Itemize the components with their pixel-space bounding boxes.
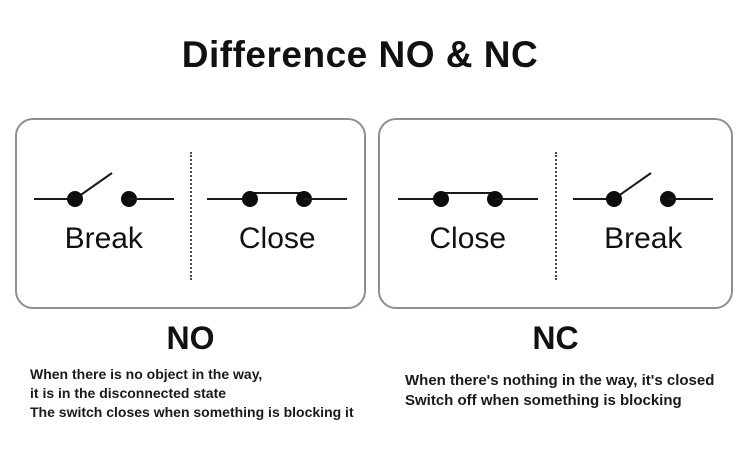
switch-open-icon xyxy=(573,172,714,207)
panel-no-break-section: Break xyxy=(17,120,191,307)
dotted-divider xyxy=(189,152,192,280)
switch-open-icon xyxy=(33,172,174,207)
switch-closed-icon xyxy=(207,191,348,207)
panel-nc-close-section: Close xyxy=(380,120,556,307)
switch-state-label: Break xyxy=(64,222,143,255)
switch-state-label: Close xyxy=(429,222,507,255)
no-heading: NO xyxy=(166,320,215,356)
no-description: When there is no object in the way, it i… xyxy=(30,365,354,422)
description-line: Switch off when something is blocking xyxy=(405,392,682,409)
switch-state-label: Close xyxy=(238,222,316,255)
switch-state-label: Break xyxy=(604,222,683,255)
description-line: When there is no object in the way, xyxy=(30,366,263,382)
switch-closed-icon xyxy=(397,191,538,207)
panel-nc-break-section: Break xyxy=(556,120,732,307)
nc-heading: NC xyxy=(532,320,579,356)
description-line: it is in the disconnected state xyxy=(30,385,227,401)
description-line: When there's nothing in the way, it's cl… xyxy=(405,372,715,389)
panel-nc: Close Break xyxy=(378,118,733,309)
dotted-divider xyxy=(554,152,557,280)
panel-no: Break Close xyxy=(15,118,366,309)
page-title: Difference NO & NC xyxy=(181,34,539,75)
panel-no-close-section: Close xyxy=(191,120,365,307)
nc-description: When there's nothing in the way, it's cl… xyxy=(405,371,714,411)
description-line: The switch closes when something is bloc… xyxy=(30,404,354,420)
